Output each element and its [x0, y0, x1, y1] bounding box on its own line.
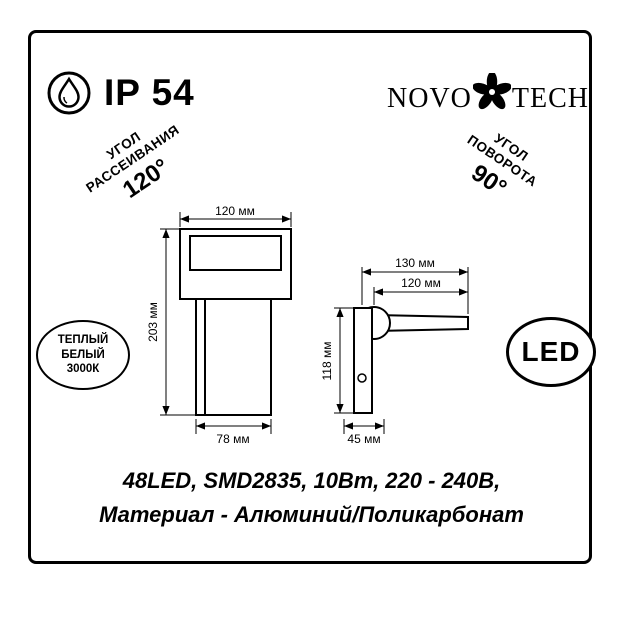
warm-white-line1: ТЕПЛЫЙ — [57, 333, 109, 346]
specs-line2: Материал - Алюминий/Поликарбонат — [99, 502, 524, 527]
side-depth-arm-dim: 120 мм — [401, 276, 441, 290]
front-width-dim: 120 мм — [215, 205, 255, 218]
technical-drawings: 120 мм 203 мм 78 мм 130 мм 120 мм 118 мм… — [148, 205, 469, 446]
side-depth-full-dim: 130 мм — [395, 256, 435, 270]
specs-line1: 48LED, SMD2835, 10Вт, 220 - 240В, — [122, 468, 501, 493]
front-view-drawing — [179, 228, 292, 416]
warm-white-badge: ТЕПЛЫЙ БЕЛЫЙ 3000К — [36, 320, 130, 390]
side-view-drawing — [353, 306, 469, 414]
ip-rating-text: IP 54 — [104, 72, 195, 113]
dimension-lines — [160, 212, 469, 434]
dimension-labels: 120 мм 203 мм 78 мм 130 мм 120 мм 118 мм… — [148, 205, 441, 446]
side-height-dim: 118 мм — [320, 342, 334, 381]
water-drop-icon — [47, 71, 91, 115]
product-specs: 48LED, SMD2835, 10Вт, 220 - 240В, Матери… — [30, 464, 593, 532]
flower-icon — [472, 73, 511, 110]
front-height-dim: 203 мм — [148, 302, 160, 342]
led-badge-text: LED — [521, 336, 581, 367]
brand-novo: NOVO — [387, 83, 472, 114]
spec-sheet-frame — [28, 30, 592, 564]
warm-white-line2: БЕЛЫЙ — [61, 348, 105, 361]
warm-white-line3: 3000К — [66, 363, 100, 376]
side-base-dim: 45 мм — [347, 432, 380, 446]
front-base-dim: 78 мм — [216, 432, 249, 446]
ip-rating-block: IP 54 — [46, 70, 195, 116]
led-badge: LED — [506, 317, 596, 387]
brand-tech: TECH — [511, 83, 589, 114]
brand-logo: NOVO TECH — [387, 73, 589, 118]
